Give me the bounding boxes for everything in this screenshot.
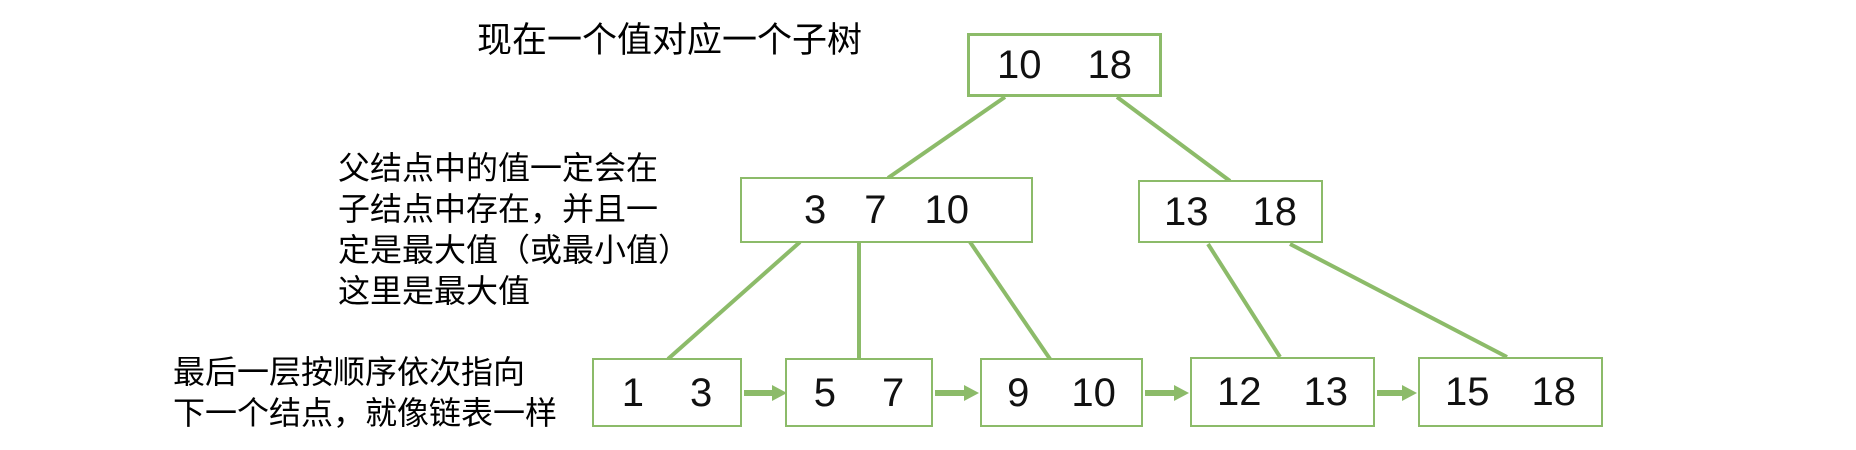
tree-node-root: 10 18 — [967, 33, 1162, 97]
tree-node-internal-2: 13 18 — [1138, 180, 1323, 243]
annotation-parent-note-line2: 子结点中存在，并且一 — [338, 191, 659, 227]
annotation-leaf-note-line1: 最后一层按顺序依次指向 — [173, 354, 526, 390]
edge-internal1-to-leaf1 — [666, 240, 802, 361]
annotation-parent-note-line3: 定是最大值（或最小值） — [338, 232, 691, 268]
annotation-root-note: 现在一个值对应一个子树 — [477, 21, 863, 60]
node-value: 5 — [813, 370, 836, 415]
leaf-link-arrow-1-head — [772, 385, 787, 401]
node-value: 13 — [1303, 370, 1349, 414]
node-value: 12 — [1217, 370, 1262, 414]
tree-node-leaf-1: 1 3 — [592, 358, 742, 427]
node-value: 1 — [621, 370, 644, 415]
node-value: 13 — [1164, 189, 1209, 234]
annotation-parent-note: 父结点中的值一定会在 子结点中存在，并且一 定是最大值（或最小值） 这里是最大值 — [338, 148, 690, 312]
leaf-link-arrow-3-head — [1174, 385, 1189, 401]
node-value: 3 — [804, 188, 827, 232]
node-value: 9 — [1007, 370, 1030, 415]
tree-node-internal-1: 3 7 10 — [740, 177, 1033, 243]
edge-internal2-to-leaf4 — [1206, 242, 1282, 359]
tree-node-leaf-3: 9 10 — [980, 358, 1143, 427]
tree-node-leaf-5: 15 18 — [1418, 357, 1603, 427]
tree-node-leaf-4: 12 13 — [1190, 357, 1375, 427]
node-value: 7 — [882, 370, 905, 415]
edge-internal1-to-leaf3 — [968, 240, 1052, 361]
node-value: 3 — [690, 370, 713, 415]
edge-internal2-to-leaf5 — [1289, 242, 1508, 359]
node-value: 18 — [1531, 370, 1577, 414]
edge-root-to-left-child — [886, 95, 1007, 180]
node-value: 10 — [924, 188, 970, 232]
node-value: 10 — [997, 43, 1042, 87]
edge-root-to-right-child — [1115, 95, 1232, 183]
node-value: 10 — [1071, 370, 1116, 415]
annotation-leaf-note: 最后一层按顺序依次指向 下一个结点，就像链表一样 — [173, 352, 557, 434]
node-value: 15 — [1445, 370, 1490, 414]
node-value: 18 — [1087, 43, 1133, 87]
tree-node-leaf-2: 5 7 — [785, 358, 933, 427]
node-value: 18 — [1252, 189, 1298, 234]
leaf-link-arrow-2-head — [964, 385, 979, 401]
leaf-link-arrow-4-head — [1402, 385, 1417, 401]
annotation-parent-note-line4: 这里是最大值 — [338, 273, 531, 309]
node-value: 7 — [864, 188, 887, 232]
annotation-parent-note-line1: 父结点中的值一定会在 — [338, 150, 659, 186]
annotation-leaf-note-line2: 下一个结点，就像链表一样 — [173, 395, 558, 431]
